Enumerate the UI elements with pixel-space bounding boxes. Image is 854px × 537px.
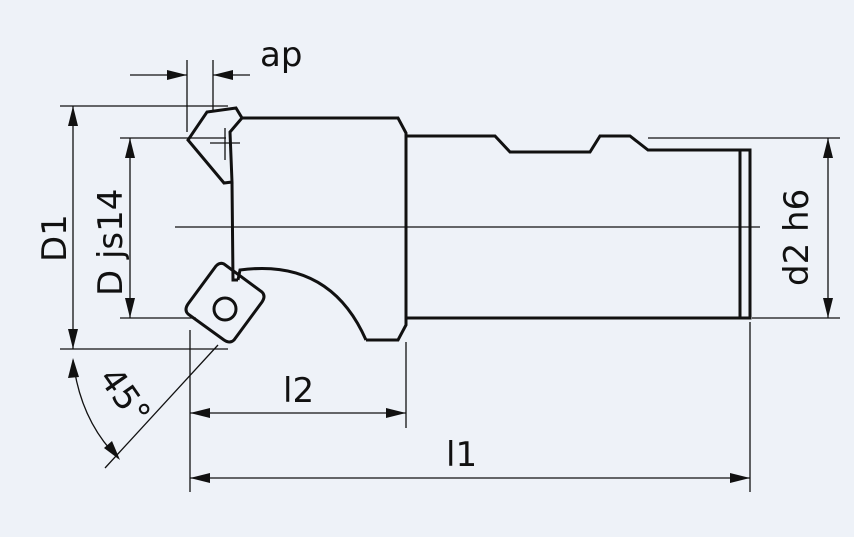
lower-insert [184,261,266,344]
dimension-l1 [190,473,750,483]
shank-end [740,148,752,320]
dimension-ap [130,70,250,80]
chip-flute [236,267,368,341]
label-ap: ap [260,35,302,75]
dimension-l2 [190,408,406,418]
label-d1: D1 [35,214,75,262]
dimension-d1 [68,106,78,349]
cutter-outline [184,106,752,344]
center-lines [175,128,760,228]
shank-outline [406,134,742,320]
label-djs14: D js14 [91,189,131,296]
dimension-angle [68,358,120,460]
dimension-djs14 [125,138,135,318]
upper-insert [186,106,244,185]
extension-lines [60,60,840,492]
label-l2: l2 [283,371,314,411]
insert-screw-hole [212,296,238,322]
head-left-face [230,181,238,282]
head-body [242,116,408,342]
label-d2h6: d2 h6 [777,189,817,286]
dimension-d2h6 [823,138,833,318]
label-l1: l1 [446,435,477,475]
